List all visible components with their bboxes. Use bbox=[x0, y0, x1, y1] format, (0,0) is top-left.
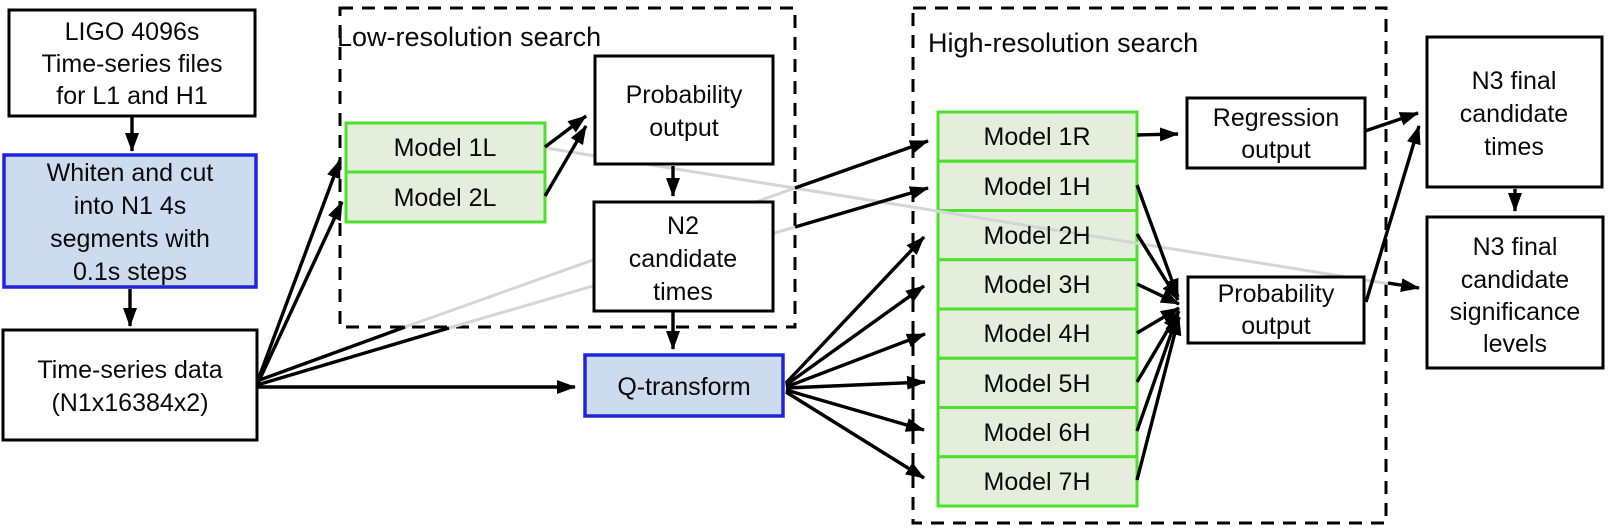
whiten-box bbox=[2, 153, 258, 289]
model-1r-label: Model 1R bbox=[984, 123, 1091, 151]
edge-timeseries-to-model-1l bbox=[256, 159, 342, 381]
n3-significance-line-4: levels bbox=[1483, 330, 1547, 358]
edge-q-transform-to-model-6h bbox=[785, 388, 925, 432]
model-3h-box bbox=[936, 258, 1139, 311]
n2-line-1: N2 bbox=[667, 212, 699, 240]
model-4h-label: Model 4H bbox=[984, 320, 1091, 348]
low-resolution-group-label: Low-resolution search bbox=[337, 22, 601, 52]
edge-timeseries-to-model-1h-start-segment bbox=[256, 326, 450, 387]
edge-regression-to-n3-times bbox=[1364, 111, 1419, 133]
edge-timeseries-to-model-2l bbox=[256, 201, 344, 384]
whiten-line-3: segments with bbox=[50, 225, 210, 253]
n3-significance-box bbox=[1425, 215, 1605, 370]
edge-model-2h-to-high-probability bbox=[1135, 233, 1180, 301]
model-1l-box bbox=[344, 121, 547, 174]
model-2l-box bbox=[344, 170, 547, 224]
low-probability-output-box bbox=[593, 54, 775, 166]
edge-model-1h-to-high-probability bbox=[1135, 184, 1180, 298]
timeseries-line-1: Time-series data bbox=[37, 356, 222, 384]
high-resolution-group-frame bbox=[911, 6, 1388, 525]
edge-lowres-models-to-n3-significance-faded bbox=[545, 146, 1391, 286]
edge-q-transform-to-model-7h bbox=[785, 390, 925, 480]
n2-line-3: times bbox=[653, 278, 713, 306]
high-probability-output-box bbox=[1186, 275, 1366, 345]
ligo-files-line-3: for L1 and H1 bbox=[56, 82, 208, 110]
low-probability-line-2: output bbox=[649, 114, 719, 142]
n3-significance-line-3: significance bbox=[1450, 298, 1581, 326]
model-6h-label: Model 6H bbox=[984, 419, 1091, 447]
regression-output-box bbox=[1185, 96, 1367, 170]
edge-q-transform-to-model-2h bbox=[784, 235, 926, 385]
model-1l-label: Model 1L bbox=[394, 134, 497, 162]
whiten-line-2: into N1 4s bbox=[74, 192, 187, 220]
edge-model-1r-to-regression bbox=[1136, 127, 1179, 142]
edge-timeseries-to-model-1h-end-segment bbox=[794, 186, 929, 229]
n2-line-2: candidate bbox=[629, 245, 737, 273]
model-2l-label: Model 2L bbox=[394, 184, 497, 212]
n3-significance-line-1: N3 final bbox=[1473, 233, 1558, 261]
n3-candidate-times-box bbox=[1425, 35, 1604, 189]
model-1h-label: Model 1H bbox=[984, 173, 1091, 201]
whiten-line-4: 0.1s steps bbox=[73, 258, 187, 286]
model-5h-box bbox=[936, 356, 1139, 409]
n3-times-line-2: candidate bbox=[1460, 100, 1568, 128]
n2-candidate-times-box bbox=[592, 200, 775, 313]
edge-model-7h-to-high-probability bbox=[1135, 316, 1182, 481]
timeseries-line-2: (N1x16384x2) bbox=[51, 389, 208, 417]
edge-timeseries-to-model-1r-end-segment bbox=[794, 139, 929, 190]
model-4h-box bbox=[936, 307, 1139, 360]
edge-timeseries-to-model-1r-start-segment bbox=[256, 325, 406, 383]
low-probability-line-1: Probability bbox=[626, 81, 743, 109]
edge-model-1l-to-probability bbox=[543, 114, 588, 149]
edge-model-2l-to-probability bbox=[543, 125, 588, 197]
edge-model-3h-to-high-probability bbox=[1136, 282, 1180, 306]
edge-q-transform-to-model-3h bbox=[785, 284, 925, 387]
q-transform-box bbox=[583, 353, 785, 418]
n3-times-line-1: N3 final bbox=[1472, 67, 1557, 95]
model-3h-label: Model 3H bbox=[984, 271, 1091, 299]
high-resolution-group-label: High-resolution search bbox=[928, 28, 1198, 58]
model-1r-box bbox=[936, 110, 1139, 163]
model-7h-label: Model 7H bbox=[984, 468, 1091, 496]
regression-line-2: output bbox=[1241, 136, 1311, 164]
model-6h-box bbox=[936, 406, 1139, 459]
ligo-files-line-1: LIGO 4096s bbox=[65, 18, 200, 46]
high-probability-line-1: Probability bbox=[1218, 280, 1335, 308]
n3-times-line-3: times bbox=[1484, 133, 1544, 161]
regression-line-1: Regression bbox=[1213, 104, 1339, 132]
q-transform-label: Q-transform bbox=[617, 373, 750, 401]
edge-high-probability-to-n3-times bbox=[1364, 125, 1421, 303]
model-2h-label: Model 2H bbox=[984, 222, 1091, 250]
ligo-files-line-2: Time-series files bbox=[41, 50, 222, 78]
model-7h-box bbox=[936, 455, 1139, 508]
whiten-line-1: Whiten and cut bbox=[47, 159, 214, 187]
n3-significance-line-2: candidate bbox=[1461, 266, 1569, 294]
edge-q-transform-to-model-5h bbox=[785, 375, 926, 390]
high-probability-line-2: output bbox=[1241, 312, 1311, 340]
edge-faded-to-n3-significance-arrowhead bbox=[1387, 278, 1420, 293]
timeseries-data-box bbox=[1, 328, 259, 442]
model-5h-label: Model 5H bbox=[984, 370, 1091, 398]
edge-q-transform-to-model-4h bbox=[785, 332, 926, 389]
